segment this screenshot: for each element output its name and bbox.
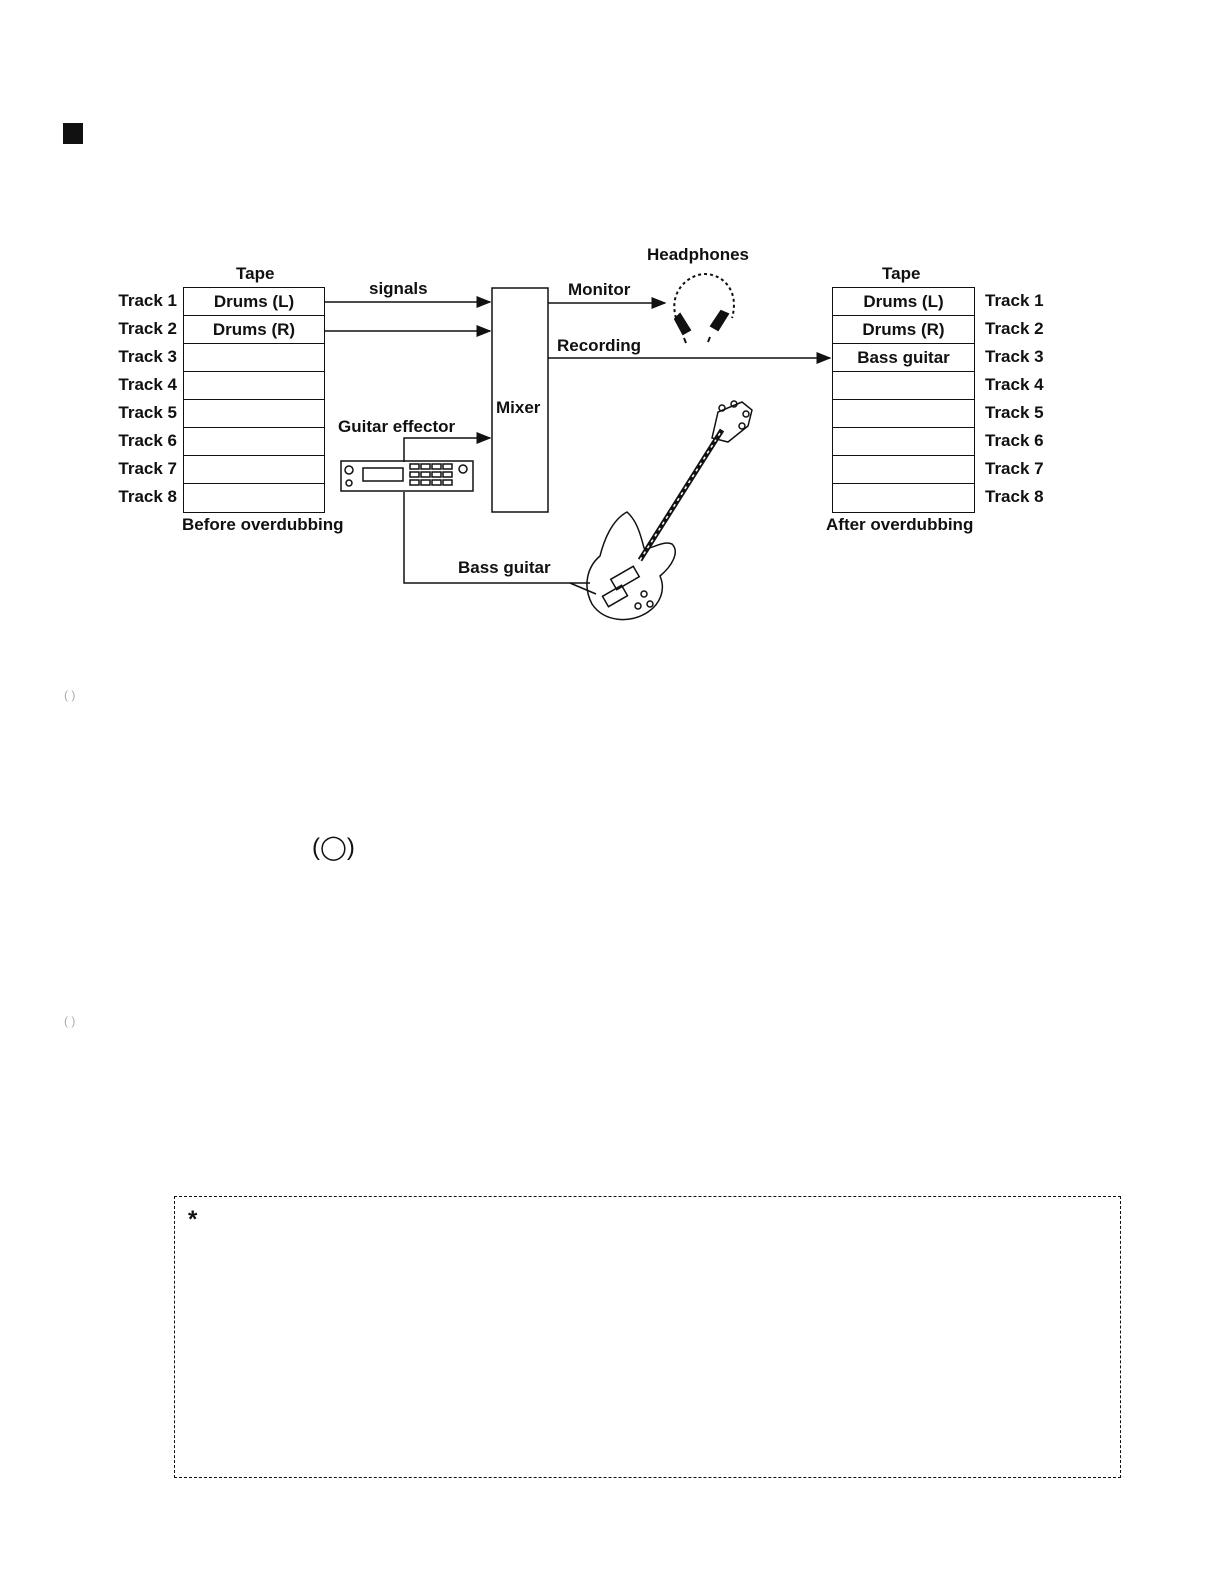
track-label-right: Track 2 (985, 319, 1044, 338)
tape-before-cell: Drums (R) (184, 316, 324, 344)
guitar-effector-label: Guitar effector (338, 417, 456, 436)
track-label-left: Track 8 (118, 487, 177, 506)
tape-before-cell (184, 344, 324, 372)
bass-guitar-icon (569, 400, 753, 621)
effector-line (403, 432, 492, 462)
hole-punch-mark: ( ) (64, 1014, 76, 1028)
track-label-right: Track 7 (985, 459, 1044, 478)
after-overdubbing-caption: After overdubbing (826, 515, 974, 534)
tape-after-cell: Drums (L) (833, 288, 974, 316)
recording-label: Recording (557, 336, 642, 355)
track-label-left: Track 6 (118, 431, 177, 450)
tape-after-cell: Bass guitar (833, 344, 974, 372)
tape-after-cell (833, 372, 974, 400)
track-label-left: Track 4 (118, 375, 177, 394)
tape-after-cell (833, 428, 974, 456)
monitor-label: Monitor (568, 280, 631, 299)
track-label-right: Track 1 (985, 291, 1044, 310)
track-label-right: Track 4 (985, 375, 1044, 394)
tape-right-label: Tape (882, 264, 921, 283)
track-label-right: Track 5 (985, 403, 1044, 422)
headphones-icon (673, 272, 735, 344)
tape-after-cell: Drums (R) (833, 316, 974, 344)
tape-after-cell (833, 484, 974, 512)
section-marker-icon (63, 123, 83, 144)
tape-before-cell: Drums (L) (184, 288, 324, 316)
tape-before-cell (184, 372, 324, 400)
track-label-right: Track 6 (985, 431, 1044, 450)
signals-label: signals (369, 279, 428, 298)
tape-before-cell (184, 456, 324, 484)
tape-after-cell (833, 400, 974, 428)
note-box (174, 1196, 1121, 1478)
note-asterisk: * (188, 1206, 198, 1233)
tape-before-cell (184, 428, 324, 456)
track-label-right: Track 3 (985, 347, 1044, 366)
bass-line (403, 492, 590, 584)
track-label-left: Track 3 (118, 347, 177, 366)
mixer-box (491, 287, 549, 513)
bass-guitar-label: Bass guitar (458, 558, 551, 577)
tape-before-cell (184, 400, 324, 428)
tape-before-cell (184, 484, 324, 512)
tape-after: Drums (L) Drums (R) Bass guitar (832, 287, 975, 513)
circle-mark-symbol: (◯) (312, 834, 355, 861)
mixer-label: Mixer (496, 398, 541, 417)
tape-after-cell (833, 456, 974, 484)
hole-punch-mark: ( ) (64, 688, 76, 702)
track-label-left: Track 2 (118, 319, 177, 338)
headphones-label: Headphones (647, 245, 750, 264)
track-label-left: Track 5 (118, 403, 177, 422)
tape-left-label: Tape (236, 264, 275, 283)
effector-icon (340, 460, 474, 492)
track-label-left: Track 7 (118, 459, 177, 478)
track-label-right: Track 8 (985, 487, 1044, 506)
tape-before: Drums (L) Drums (R) (183, 287, 325, 513)
track-label-left: Track 1 (118, 291, 177, 310)
before-overdubbing-caption: Before overdubbing (182, 515, 344, 534)
